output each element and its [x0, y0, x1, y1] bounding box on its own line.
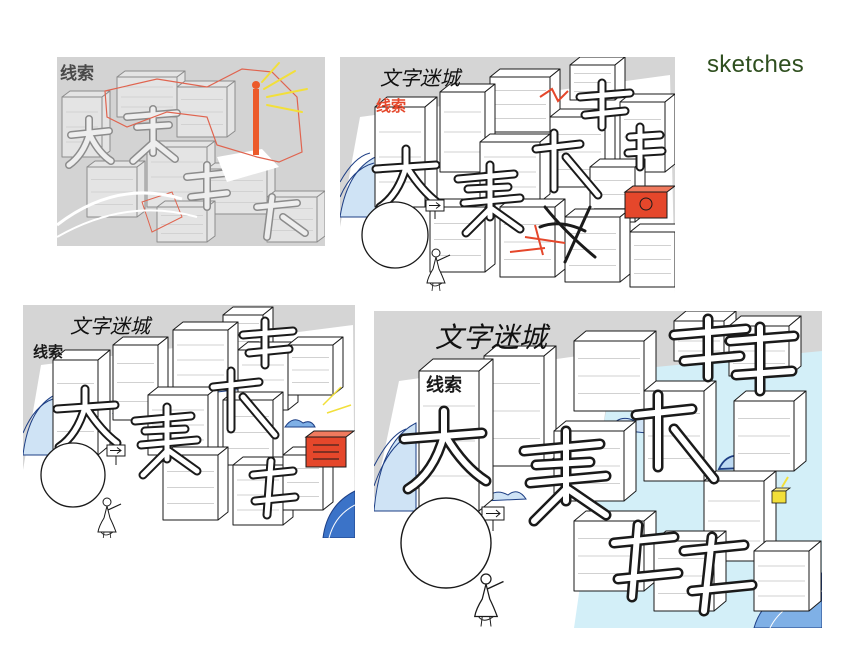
explorer-figure — [426, 248, 451, 292]
block-letter-stroke — [678, 531, 758, 617]
block-letter-stroke — [623, 122, 667, 172]
building-block — [629, 223, 675, 288]
block-letter-stroke — [208, 366, 280, 440]
white-curve — [57, 191, 183, 227]
clue-label: 线索 — [426, 374, 462, 396]
orange-pillar-top — [252, 81, 260, 89]
sketch-panel-1: 线索 — [57, 57, 325, 246]
block-letter-stroke — [248, 456, 300, 520]
block-letter-stroke — [453, 160, 525, 238]
explorer-figure — [474, 573, 504, 627]
block-letter-stroke — [238, 316, 298, 370]
block-letter-stroke — [65, 115, 115, 169]
clue-label: 线索 — [60, 63, 94, 84]
direction-sign — [106, 444, 126, 465]
block-letter-stroke — [531, 128, 603, 200]
building-block — [499, 198, 566, 278]
block-letter-stroke — [668, 313, 752, 383]
building-block — [564, 208, 631, 283]
direction-sign — [425, 199, 445, 219]
block-letter-stroke — [130, 402, 202, 480]
block-letter-stroke — [608, 519, 684, 603]
building-block — [753, 540, 822, 612]
building-block — [287, 336, 344, 396]
block-letter-stroke — [183, 161, 231, 211]
block-letter-stroke — [398, 405, 492, 495]
building-block — [483, 345, 557, 467]
panel-title: 文字迷城 — [380, 66, 463, 90]
sketch-drawing-4: 文字迷城 线索 — [374, 311, 822, 628]
lamp-icon — [770, 476, 792, 504]
orange-pillar — [253, 89, 259, 155]
block-letter-stroke — [724, 321, 800, 397]
sketch-drawing-1: 线索 — [57, 57, 325, 246]
red-scribble — [509, 87, 569, 256]
building-block — [176, 80, 236, 138]
speech-bubble — [400, 497, 492, 589]
phone-icon — [623, 185, 675, 219]
sketches-heading: sketches — [707, 51, 805, 78]
building-block — [573, 330, 657, 412]
clue-label: 线索 — [33, 343, 63, 361]
building-block — [733, 390, 807, 472]
speech-bubble — [40, 442, 106, 508]
light-rays — [261, 62, 308, 113]
block-letter-stroke — [52, 384, 122, 452]
sketch-drawing-3: 文字迷城 线索 — [23, 305, 355, 538]
block-letter-stroke — [575, 78, 635, 132]
sketch-panel-2: 文字迷城 线索 — [340, 57, 675, 293]
panel-title: 文字迷城 — [70, 314, 153, 338]
sketch-drawing-2: 文字迷城 线索 — [340, 57, 675, 293]
explorer-figure — [97, 497, 122, 538]
black-scribble — [538, 205, 597, 264]
building-block — [86, 160, 146, 218]
sketch-panel-4: 文字迷城 线索 — [374, 311, 822, 628]
panel-title: 文字迷城 — [435, 321, 551, 354]
light-rays — [322, 386, 352, 414]
speech-bubble — [361, 201, 429, 269]
block-letter-stroke — [253, 193, 309, 241]
red-outline-sketch — [104, 68, 303, 163]
sketch-panel-3: 文字迷城 线索 — [23, 305, 355, 538]
block-letter-stroke — [630, 389, 720, 485]
white-curve — [57, 209, 198, 238]
light-patch — [217, 149, 279, 182]
clue-label: 线索 — [376, 97, 406, 115]
block-letter-stroke — [518, 425, 612, 527]
wave-decoration — [23, 383, 355, 538]
phone-icon — [304, 430, 355, 468]
block-letter-stroke — [123, 105, 181, 165]
direction-sign — [481, 506, 505, 531]
